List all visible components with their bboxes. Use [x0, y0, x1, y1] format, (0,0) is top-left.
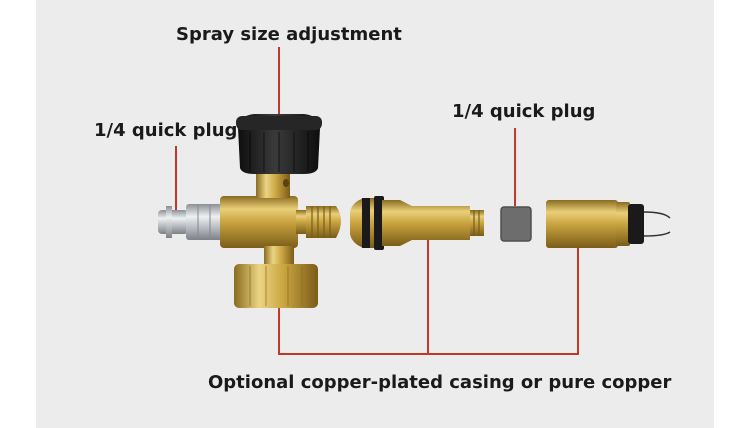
- quick-plug-left: [158, 204, 222, 240]
- valve-assembly: [158, 114, 341, 308]
- spray-size-label: Spray size adjustment: [176, 24, 402, 45]
- bottom-nut: [234, 264, 318, 308]
- casing-note-label: Optional copper-plated casing or pure co…: [208, 372, 672, 393]
- spray-knob: [236, 114, 322, 174]
- nozzle-casing: [350, 196, 484, 250]
- quick-plug-left-label: 1/4 quick plug: [94, 120, 238, 141]
- quick-plug-right-label: 1/4 quick plug: [452, 101, 596, 122]
- filter-element: [501, 207, 531, 241]
- outer-casing: [546, 200, 671, 248]
- valve-body: [220, 196, 298, 248]
